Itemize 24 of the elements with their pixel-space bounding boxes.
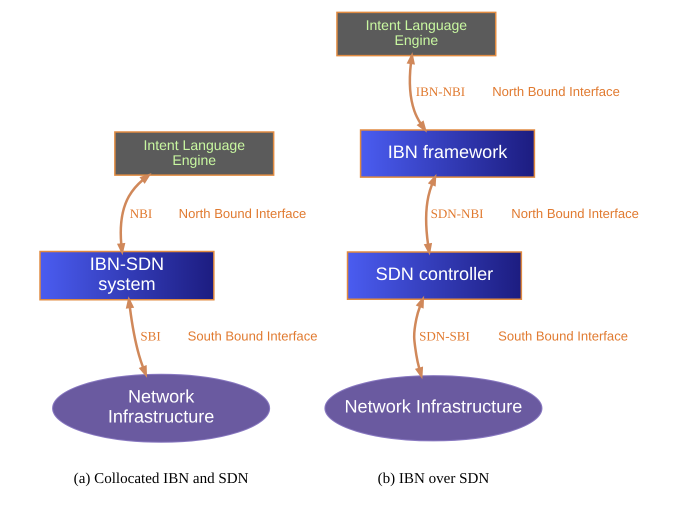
arrow [125, 296, 147, 378]
label: South Bound Interface [498, 328, 628, 344]
label: (b) IBN over SDN [377, 471, 489, 488]
edge-label: IBN-NBI [415, 84, 465, 100]
node-ellipse: Network Infrastructure [324, 375, 542, 442]
edge-label: SDN-SBI [418, 328, 470, 344]
node-box: Intent Language Engine [336, 12, 496, 56]
label: North Bound Interface [510, 206, 638, 221]
edge-label: NBI [129, 206, 152, 221]
arrow [412, 296, 424, 380]
node-box: SDN controller [346, 251, 522, 300]
node-box: Intent Language Engine [114, 131, 274, 176]
label: North Bound Interface [178, 206, 306, 221]
arrow [116, 173, 152, 256]
node-ellipse: Network Infrastructure [52, 374, 270, 443]
label: North Bound Interface [492, 84, 620, 100]
label: South Bound Interface [187, 328, 317, 344]
edge-label: SDN-NBI [430, 206, 484, 221]
node-box: IBN framework [359, 129, 535, 178]
label: (a) Collocated IBN and SDN [73, 471, 248, 488]
node-box: IBN-SDN system [38, 250, 214, 301]
arrow [406, 52, 426, 133]
arrow [423, 174, 436, 256]
edge-label: SBI [140, 328, 160, 344]
